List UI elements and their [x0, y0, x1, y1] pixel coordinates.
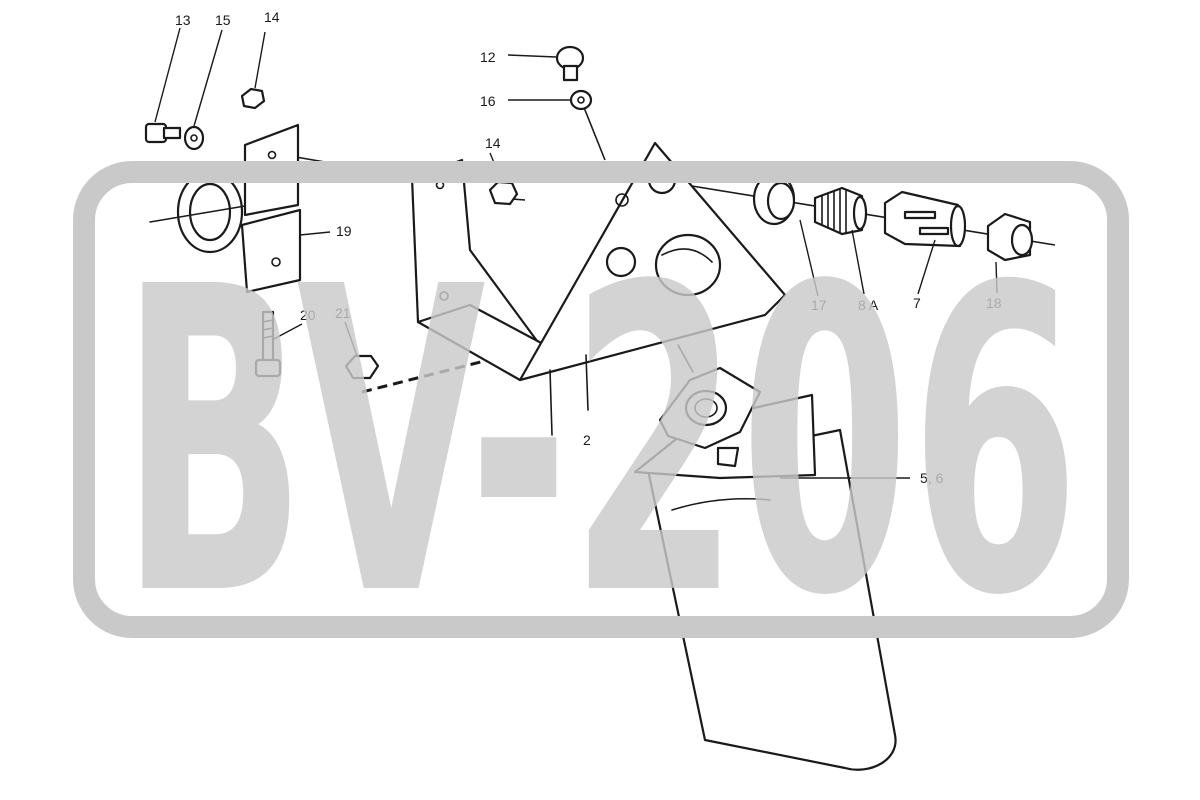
threaded-adapter-8a: [813, 186, 868, 236]
callout-5-6: 5, 6: [920, 470, 944, 486]
assembly-axis-bolt-12: [582, 104, 606, 161]
leader-20: [271, 323, 303, 341]
nut-21: [344, 354, 380, 380]
callout-16: 16: [480, 93, 496, 109]
bracket-2: [410, 141, 787, 436]
leader-18: [995, 261, 998, 294]
leader-7: [917, 239, 936, 295]
slotted-sleeve-7: [883, 190, 967, 248]
callout-18: 18: [986, 295, 1002, 311]
callout-21: 21: [335, 305, 351, 321]
callout-20: 20: [300, 307, 316, 323]
callout-19: 19: [336, 223, 352, 239]
leader-19: [299, 231, 331, 236]
callout-14-top: 14: [264, 9, 280, 25]
callout-15: 15: [215, 12, 231, 28]
bolt-13: [144, 122, 182, 144]
washer-16: [569, 89, 593, 111]
leader-21: [344, 321, 358, 357]
bolt-12: [555, 45, 585, 82]
filter-canister-5-6: [633, 344, 897, 771]
callout-13: 13: [175, 12, 191, 28]
end-cap-18: [986, 212, 1034, 262]
callout-8a: 8 A: [858, 297, 879, 313]
leader-8a: [851, 229, 865, 295]
watermark-frame: [73, 161, 1129, 638]
callout-17: 17: [811, 297, 827, 313]
callout-12: 12: [480, 49, 496, 65]
watermark: BV-206: [73, 161, 1129, 688]
leader-13: [154, 27, 181, 123]
watermark-text: BV-206: [120, 199, 1080, 688]
leader-14-top: [254, 31, 266, 89]
callout-2: 2: [583, 432, 591, 448]
callout-7: 7: [913, 295, 921, 311]
washer-15: [183, 125, 205, 151]
clamp-19: [149, 123, 302, 294]
nut-14-top: [240, 87, 266, 110]
leader-17: [799, 219, 819, 297]
callout-14-middle: 14: [485, 135, 501, 151]
leader-12: [507, 54, 557, 58]
leader-15: [193, 29, 223, 127]
bolt-20: [254, 310, 282, 378]
